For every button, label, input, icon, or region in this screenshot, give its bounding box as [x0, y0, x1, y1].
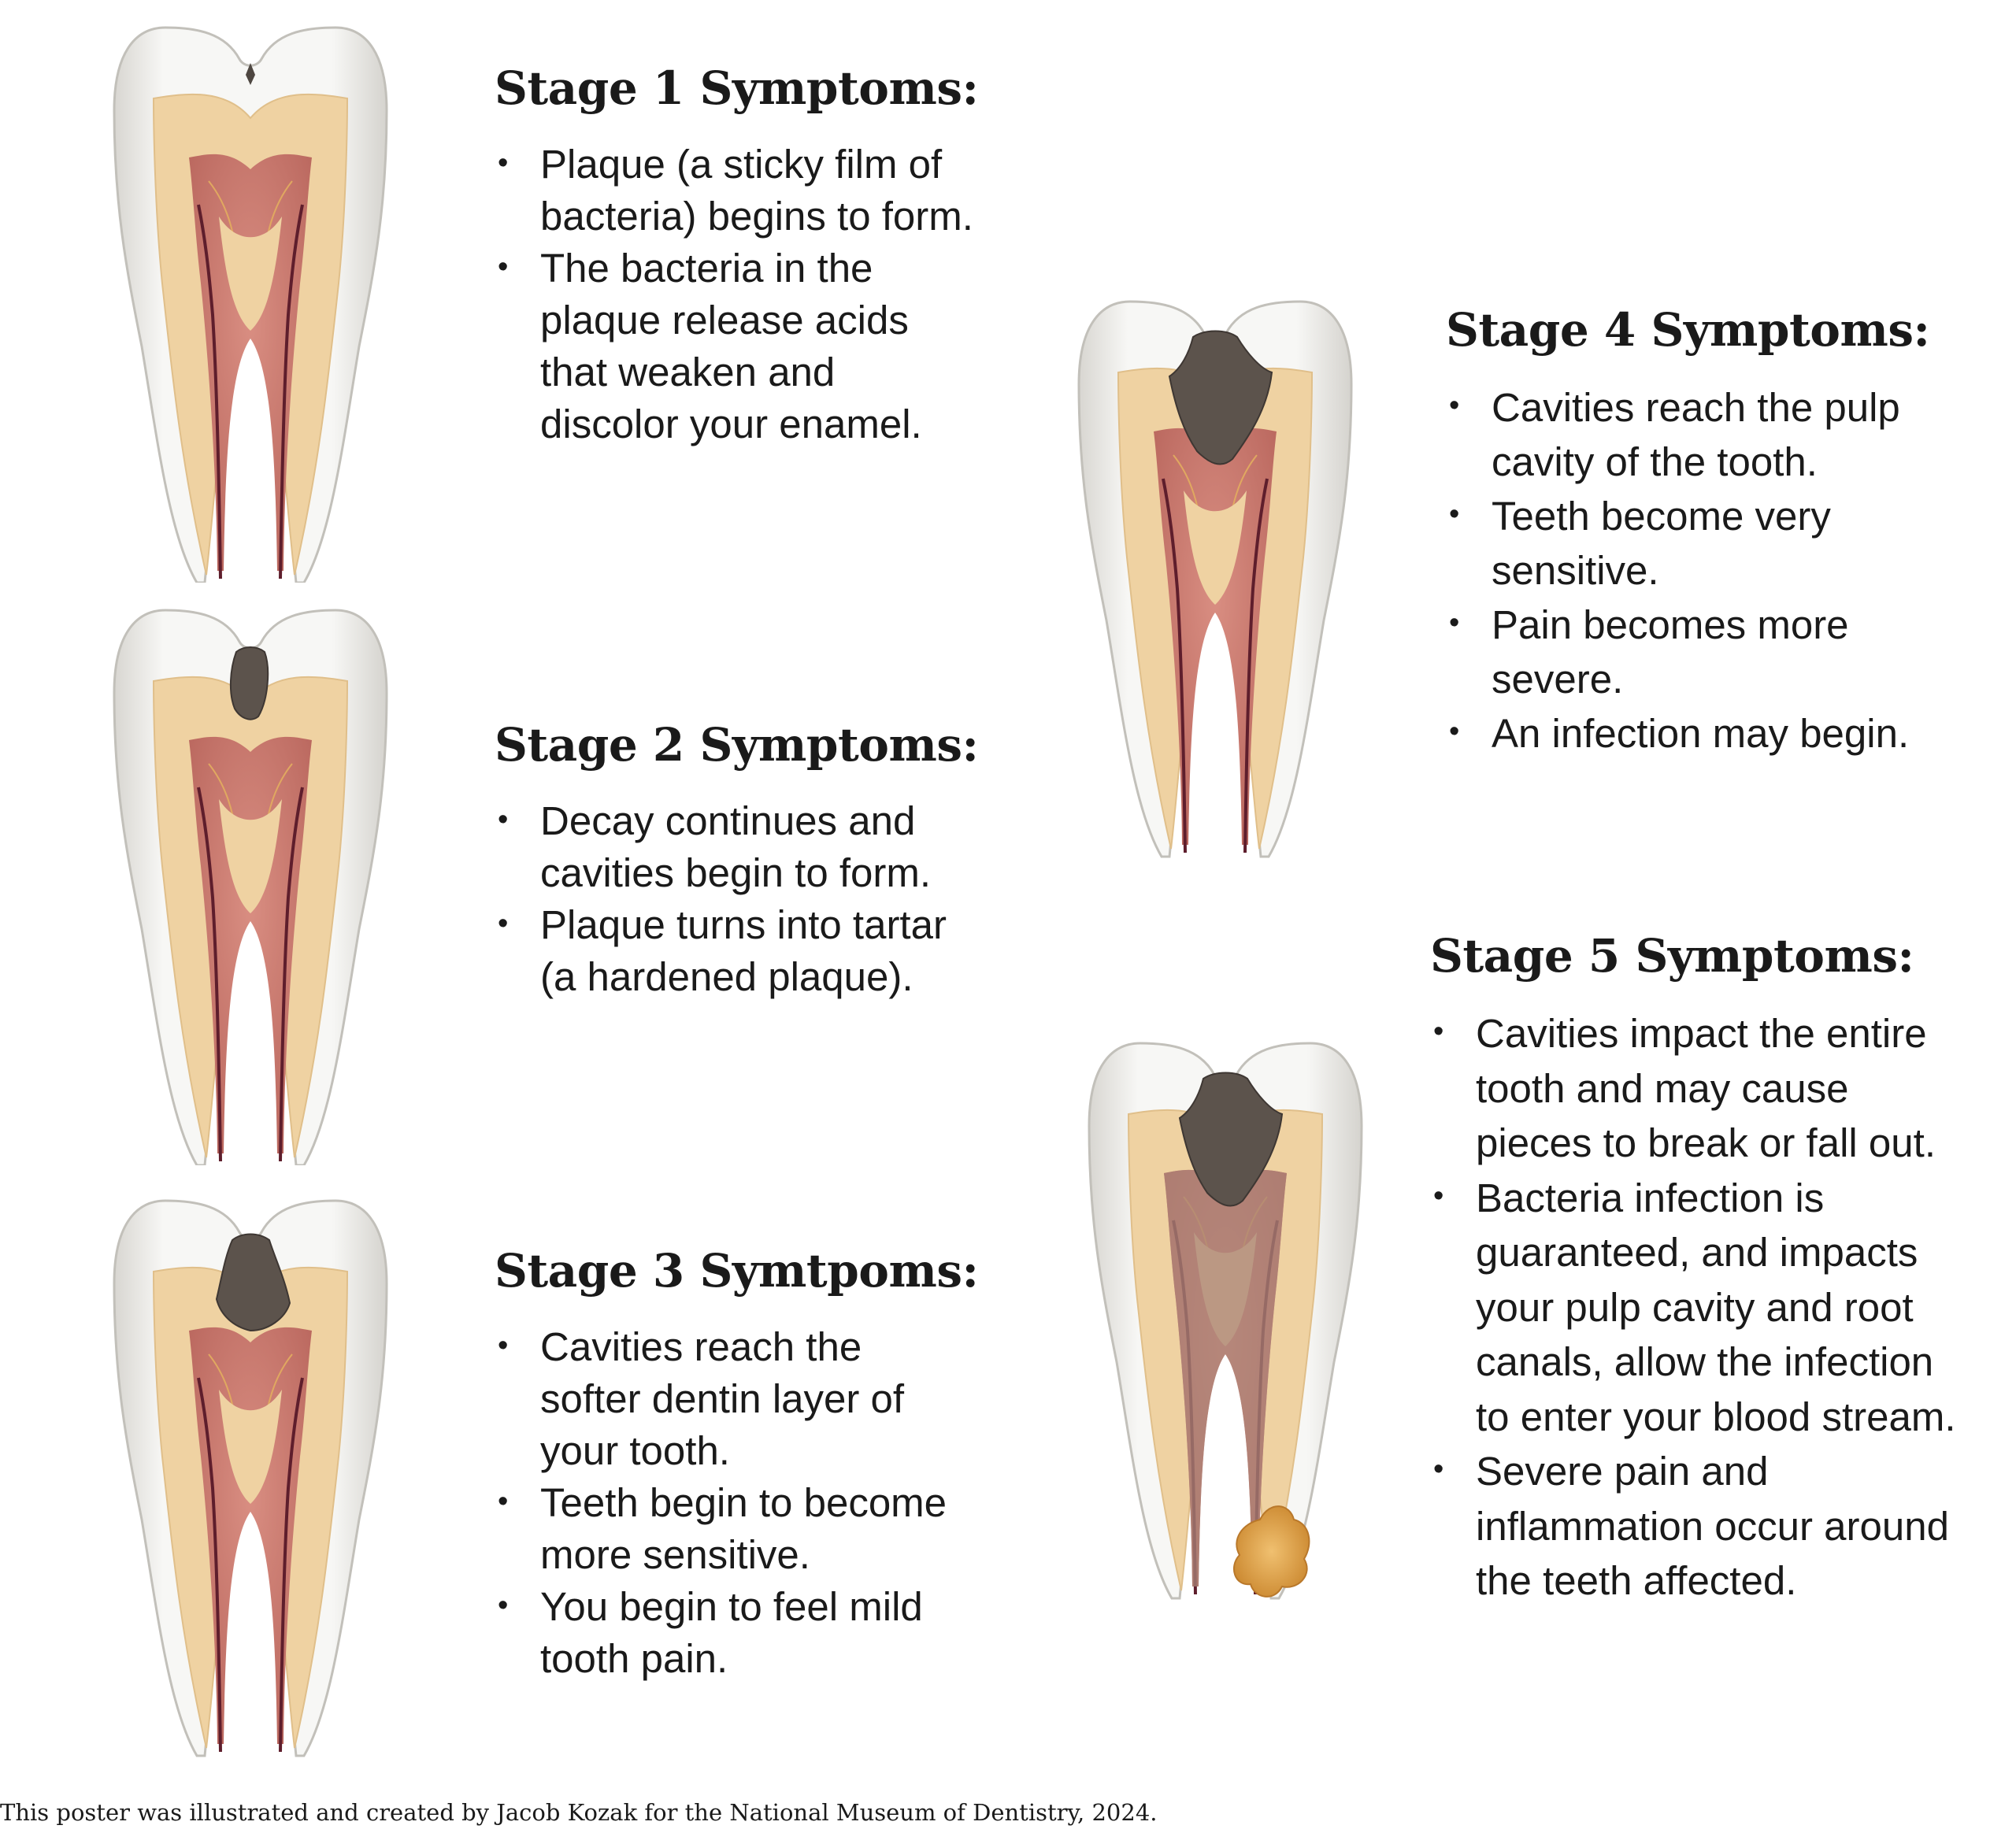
stage-2-section: Stage 2 Symptoms: Decay continues and ca…	[495, 718, 979, 1003]
stage-5-symptom: Severe pain and inflammation occur aroun…	[1430, 1442, 1956, 1609]
stage-1-symptom: The bacteria in the plaque release acids…	[495, 241, 978, 450]
stage-2-title: Stage 2 Symptoms:	[495, 718, 979, 772]
stage-4-title: Stage 4 Symptoms:	[1446, 303, 1930, 357]
stage-5-section: Stage 5 Symptoms: Cavities impact the en…	[1430, 929, 1956, 1609]
tooth-stage-2-illustration	[79, 583, 422, 1165]
stage-3-title: Stage 3 Symtpoms:	[495, 1244, 979, 1298]
poster-credit: This poster was illustrated and created …	[0, 1799, 1158, 1826]
stage-5-title: Stage 5 Symptoms:	[1430, 929, 1914, 983]
stage-4-symptom: An infection may begin.	[1446, 705, 1929, 761]
stage-4-symptom: Teeth become very sensitive.	[1446, 487, 1929, 598]
stage-1-symptom-list: Plaque (a sticky film of bacteria) begin…	[495, 137, 978, 450]
stage-3-symptom: Cavities reach the softer dentin layer o…	[495, 1320, 978, 1477]
stage-4-symptom: Pain becomes more severe.	[1446, 596, 1929, 706]
stage-5-symptom: Bacteria infection is guaranteed, and im…	[1430, 1169, 1956, 1445]
stage-4-section: Stage 4 Symptoms: Cavities reach the pul…	[1446, 303, 1930, 761]
stage-1-section: Stage 1 Symptoms: Plaque (a sticky film …	[495, 61, 979, 450]
stage-3-symptom: Teeth begin to become more sensitive.	[495, 1475, 978, 1581]
stage-5-symptom: Cavities impact the entire tooth and may…	[1430, 1005, 1956, 1171]
stage-1-title: Stage 1 Symptoms:	[495, 61, 979, 115]
tooth-stage-3-illustration	[79, 1165, 422, 1764]
stage-3-symptom: You begin to feel mild tooth pain.	[495, 1579, 978, 1685]
stage-3-symptom-list: Cavities reach the softer dentin layer o…	[495, 1320, 978, 1685]
stage-1-symptom: Plaque (a sticky film of bacteria) begin…	[495, 137, 978, 243]
stage-3-section: Stage 3 Symtpoms: Cavities reach the sof…	[495, 1244, 979, 1685]
tooth-stage-1-illustration	[79, 0, 422, 583]
stage-4-symptom: Cavities reach the pulp cavity of the to…	[1446, 379, 1929, 489]
tooth-stage-4-illustration	[1043, 266, 1387, 865]
tooth-stage-5-illustration	[1054, 1008, 1397, 1606]
stage-2-symptom: Plaque turns into tartar (a hardened pla…	[495, 898, 978, 1003]
stage-2-symptom-list: Decay continues and cavities begin to fo…	[495, 794, 978, 1003]
stage-5-symptom-list: Cavities impact the entire tooth and may…	[1430, 1005, 1956, 1609]
stage-4-symptom-list: Cavities reach the pulp cavity of the to…	[1446, 379, 1929, 761]
stage-2-symptom: Decay continues and cavities begin to fo…	[495, 794, 978, 899]
